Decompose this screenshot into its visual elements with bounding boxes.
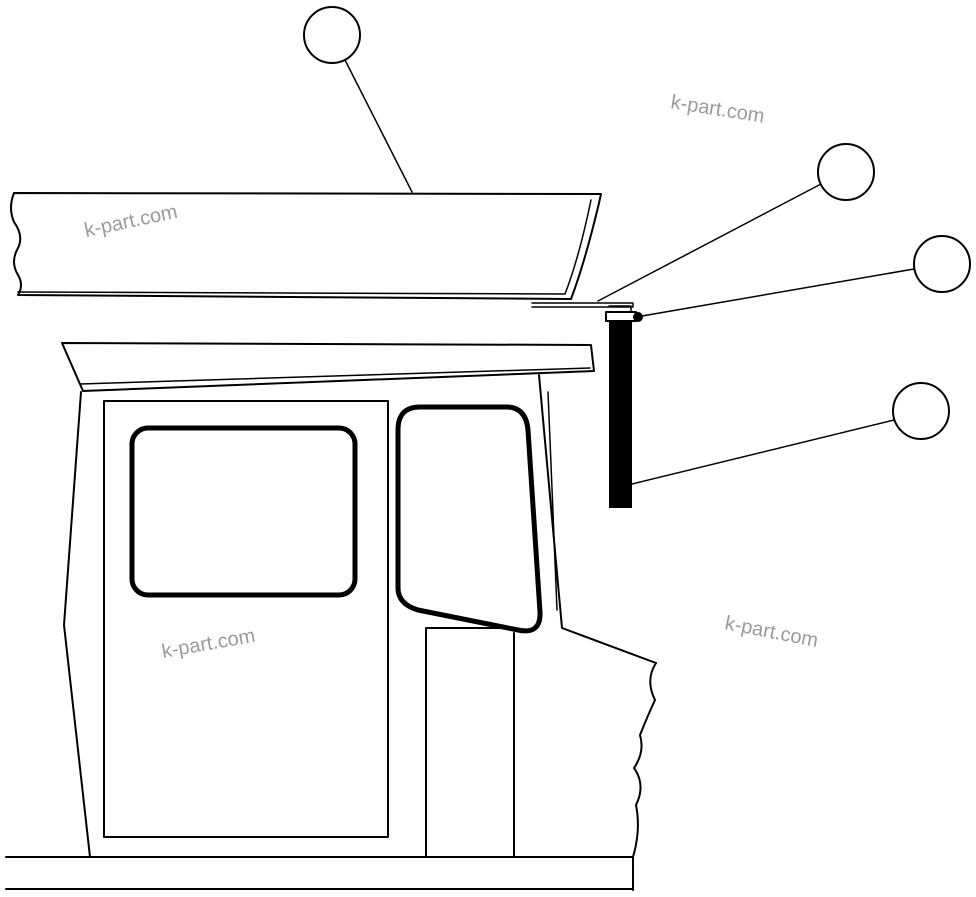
callout-2 — [817, 143, 875, 201]
callout-1 — [303, 6, 361, 64]
cab-roof — [61, 342, 595, 392]
watermark: k-part.com — [723, 612, 820, 652]
lower-panel — [425, 627, 515, 858]
body-break-line — [632, 662, 657, 891]
sunshade-panel — [10, 192, 634, 308]
callout-3 — [913, 235, 971, 293]
front-window — [395, 404, 543, 634]
mounting-bolt — [633, 312, 643, 322]
support-post — [609, 322, 632, 508]
callout-circle — [303, 6, 361, 64]
callout-circle — [913, 235, 971, 293]
door-window — [129, 425, 358, 598]
leader-lines — [344, 59, 915, 485]
watermark: k-part.com — [82, 201, 179, 242]
watermark: k-part.com — [669, 91, 766, 128]
cab-body — [63, 374, 657, 858]
callout-4 — [892, 382, 950, 440]
watermark: k-part.com — [160, 625, 257, 663]
floor-lines — [5, 856, 634, 890]
callout-circle — [817, 143, 875, 201]
mounting-bracket — [605, 305, 643, 322]
callout-circle — [892, 382, 950, 440]
cab-door — [103, 400, 389, 838]
